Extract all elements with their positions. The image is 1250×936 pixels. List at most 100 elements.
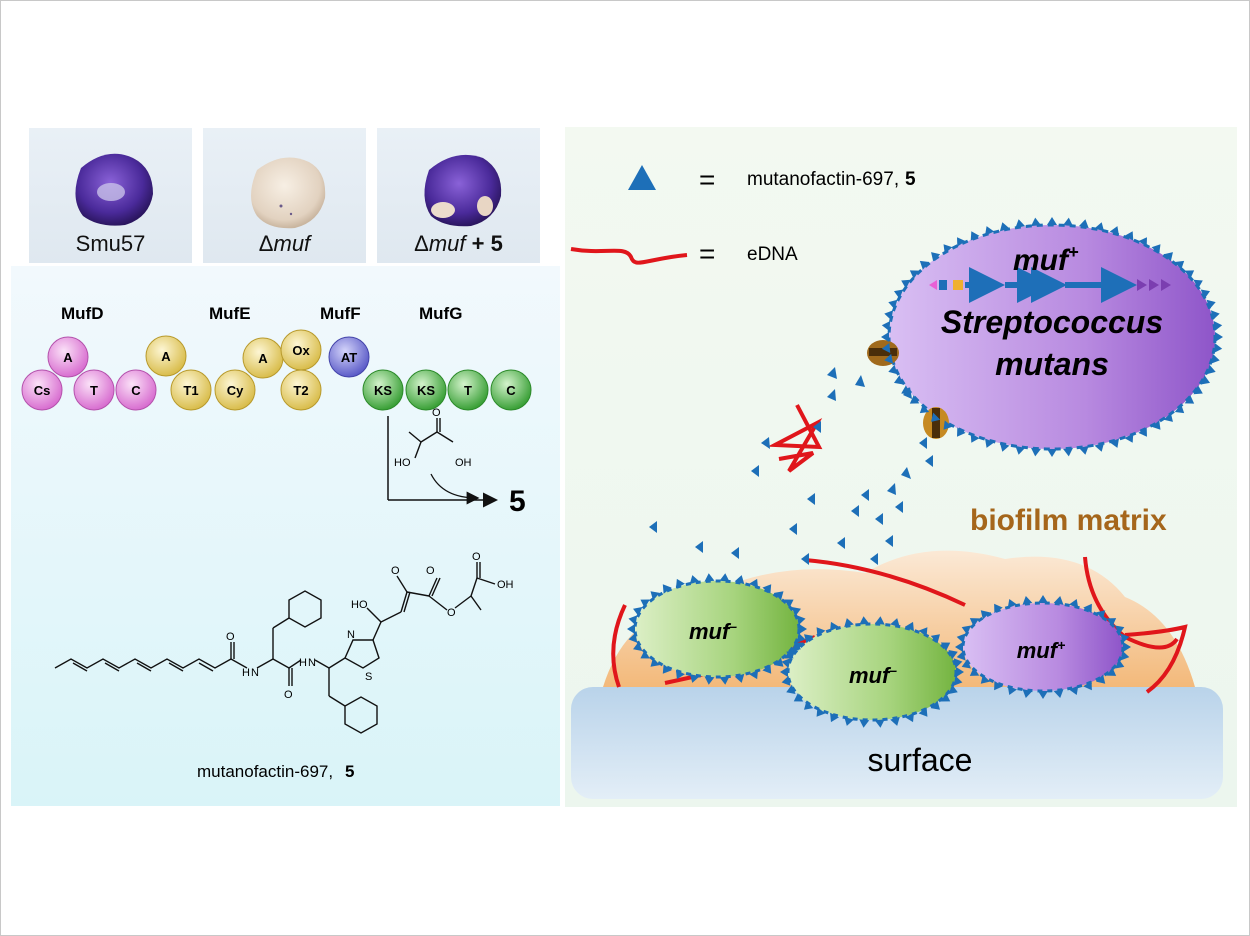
domain-t2: T2	[280, 369, 322, 411]
mutanofactin-triangle	[943, 420, 953, 430]
biofilm-model-panel: = mutanofactin-697, 5 = eDNA biofilm mat…	[565, 127, 1237, 807]
mutanofactin-triangle	[888, 364, 898, 375]
mutanofactin-triangle	[1138, 237, 1147, 247]
mutanofactin-triangle	[948, 684, 958, 694]
mutanofactin-triangle	[628, 615, 638, 626]
svg-text:A: A	[258, 351, 268, 366]
atom-s-thiazole: S	[365, 671, 372, 683]
mutanofactin-triangle	[662, 584, 672, 594]
mutanofactin-triangle	[719, 676, 730, 685]
mutanofactin-triangle	[918, 627, 928, 637]
mutanofactin-triangle	[1184, 270, 1195, 279]
mutanofactin-triangle	[1151, 420, 1161, 430]
big-cell-name-line2: mutans	[995, 346, 1109, 382]
big-cell-name-line1: Streptococcus	[941, 304, 1163, 340]
mutanofactin-triangle	[784, 599, 794, 609]
edna-legend-icon	[570, 247, 688, 265]
mutanofactin-triangle	[650, 591, 660, 601]
mutanofactin-triangle	[1038, 691, 1048, 699]
mutanofactin-triangle	[1115, 659, 1125, 669]
mutanofactin-triangle	[1151, 244, 1161, 254]
mutanofactin-triangle	[953, 675, 963, 686]
mutanofactin-triangle	[961, 659, 971, 669]
svg-text:KS: KS	[374, 383, 392, 398]
transporter-icon-2	[923, 407, 949, 439]
mutanofactin-triangle	[909, 270, 920, 279]
mutanofactin-triangle	[931, 252, 941, 262]
protein-label-mufg: MufG	[419, 304, 462, 323]
atom-nh1-h: H	[242, 667, 250, 679]
mutanofactin-triangle	[881, 332, 889, 342]
mutanofactin-triangle	[893, 289, 904, 299]
mutanofactin-triangle	[830, 712, 840, 723]
mutanofactin-triangle	[985, 226, 995, 236]
edna-strand-5	[1124, 624, 1188, 694]
mutanofactin-triangle	[940, 642, 951, 652]
structure-caption-number: 5	[345, 762, 354, 781]
mutanofactin-ring-small-cell-2	[780, 616, 964, 728]
mutanofactin-triangle	[1053, 595, 1064, 605]
mutanofactin-triangle	[1124, 231, 1134, 241]
svg-text:AT: AT	[341, 350, 357, 365]
mutanofactin-triangle	[689, 673, 700, 683]
mutanofactin-triangle	[799, 624, 807, 634]
mutanofactin-triangle	[1123, 642, 1131, 652]
mutanofactin-triangle	[781, 675, 791, 686]
svg-text:T: T	[464, 383, 472, 398]
biofilm-matrix-label: biofilm matrix	[970, 504, 1167, 537]
mutanofactin-triangle	[919, 404, 930, 414]
svg-text:A: A	[63, 350, 73, 365]
mutanofactin-triangle	[970, 231, 980, 241]
protein-label-muff: MufF	[320, 304, 361, 323]
mutanofactin-triangle	[1063, 447, 1073, 457]
mutanofactin-triangle	[780, 667, 788, 677]
mutanofactin-triangle	[633, 607, 643, 617]
mutanofactin-triangle	[1200, 375, 1211, 385]
mutanofactin-triangle	[884, 310, 894, 321]
edna-strand-1	[804, 558, 966, 607]
mutanofactin-triangle	[1138, 427, 1147, 437]
domain-c-mufg: C	[490, 369, 532, 411]
structure-caption-name: mutanofactin-697,	[197, 762, 333, 781]
atom-ho: HO	[351, 599, 368, 611]
photo-smu57: Smu57	[29, 128, 192, 263]
mutanofactin-triangle	[781, 658, 791, 669]
mutanofactin-triangle	[1124, 433, 1134, 443]
big-cell-gene-label: muf+	[1013, 242, 1079, 277]
mutanofactin-triangle	[999, 442, 1010, 452]
photo-delta-muf: Δmuf	[203, 128, 366, 263]
mutanofactin-triangle	[844, 716, 854, 726]
substrate-ho: HO	[394, 457, 411, 469]
mutanofactin-triangle	[1053, 689, 1064, 699]
mutanofactin-triangle	[1174, 260, 1185, 270]
svg-text:T1: T1	[183, 383, 198, 398]
mutanofactin-triangle	[901, 279, 911, 289]
substrate-oh: OH	[455, 457, 472, 469]
mutanofactin-triangle	[969, 618, 980, 627]
biofilm-model-diagram: = mutanofactin-697, 5 = eDNA biofilm mat…	[570, 164, 1223, 799]
tooth-restored-image	[424, 154, 502, 227]
photo-label-smu57: Smu57	[75, 231, 146, 256]
tooth-stained-image	[75, 153, 153, 226]
small-cell-2-label: muf–	[849, 662, 897, 688]
mutanofactin-triangle	[1115, 625, 1125, 635]
mutanofactin-triangle	[793, 692, 804, 702]
mutanofactin-triangle	[1200, 289, 1211, 299]
small-cell-1-label: muf–	[689, 618, 737, 644]
mutanofactin-triangle	[999, 222, 1010, 232]
mutanofactin-triangle	[893, 375, 904, 385]
mutanofactin-triangle	[650, 657, 660, 667]
mutanofactin-triangle	[844, 618, 854, 628]
mutanofactin-triangle	[1063, 217, 1073, 227]
mutanofactin-triangle	[1193, 279, 1203, 289]
mutanofactin-triangle	[804, 634, 814, 644]
mutanofactin-triangle	[1078, 445, 1089, 455]
mutanofactin-triangle	[1047, 449, 1057, 457]
photo-label-delta-muf-plus-5: Δmuf + 5	[414, 231, 503, 256]
mutanofactin-triangle	[859, 719, 870, 728]
mutanofactin-triangle	[1215, 332, 1223, 342]
mutanofactin-triangle	[881, 343, 891, 353]
mutanofactin-triangle	[948, 650, 958, 660]
mutanofactin-triangle	[970, 433, 980, 443]
mutanofactin-triangle	[774, 657, 784, 667]
